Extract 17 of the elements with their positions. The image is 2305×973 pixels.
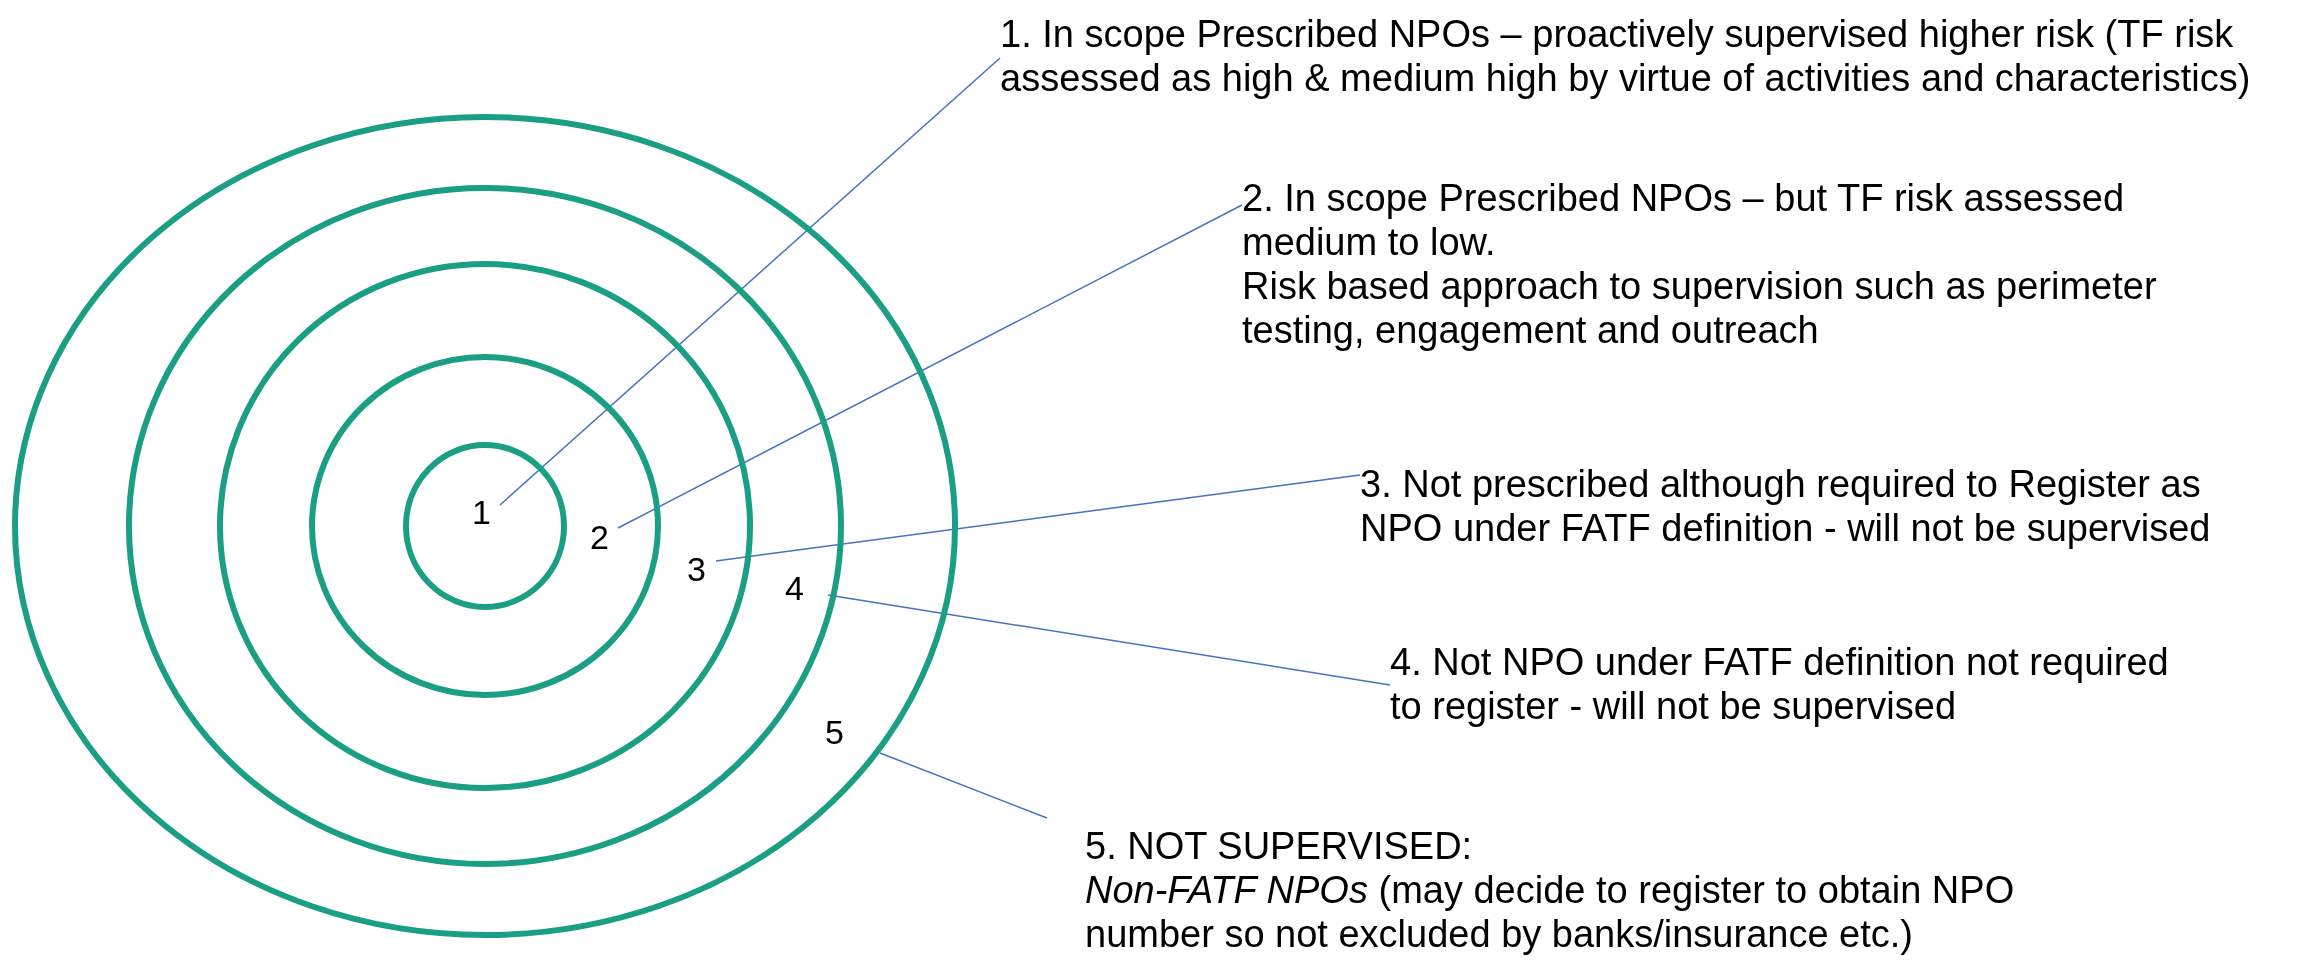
annotation-text: Risk based approach to supervision such as perimeter testing, engagement and outreach bbox=[1242, 264, 2158, 352]
annotation-text: Non-FATF NPOs (may decide to register to obtain NPO number so not excluded by banks/insurance etc.) bbox=[1085, 868, 2016, 956]
ring-number: 5 bbox=[825, 715, 844, 749]
ring-number: 2 bbox=[590, 520, 609, 554]
leader-line bbox=[617, 204, 1243, 529]
annotation-text: 4. Not NPO under FATF definition not required to register - will not be supervised bbox=[1390, 640, 2170, 728]
leader-line bbox=[499, 57, 1001, 506]
leader-line bbox=[827, 594, 1391, 686]
leader-line bbox=[715, 474, 1361, 562]
ring-number: 3 bbox=[687, 552, 706, 586]
ring-number: 4 bbox=[785, 571, 804, 605]
ring-number: 1 bbox=[472, 495, 491, 529]
annotation-text: 3. Not prescribed although required to Register as NPO under FATF definition - will not be supervised bbox=[1360, 462, 2212, 550]
annotation-text: 2. In scope Prescribed NPOs – but TF risk assessed medium to low. bbox=[1242, 176, 2126, 264]
annotation-text: 1. In scope Prescribed NPOs – proactively supervised higher risk (TF risk assessed as high & medium high by virtue of activities and characteristics) bbox=[1000, 12, 2252, 100]
leader-line bbox=[879, 752, 1048, 819]
annotation-text: 5. NOT SUPERVISED: bbox=[1085, 824, 1474, 868]
